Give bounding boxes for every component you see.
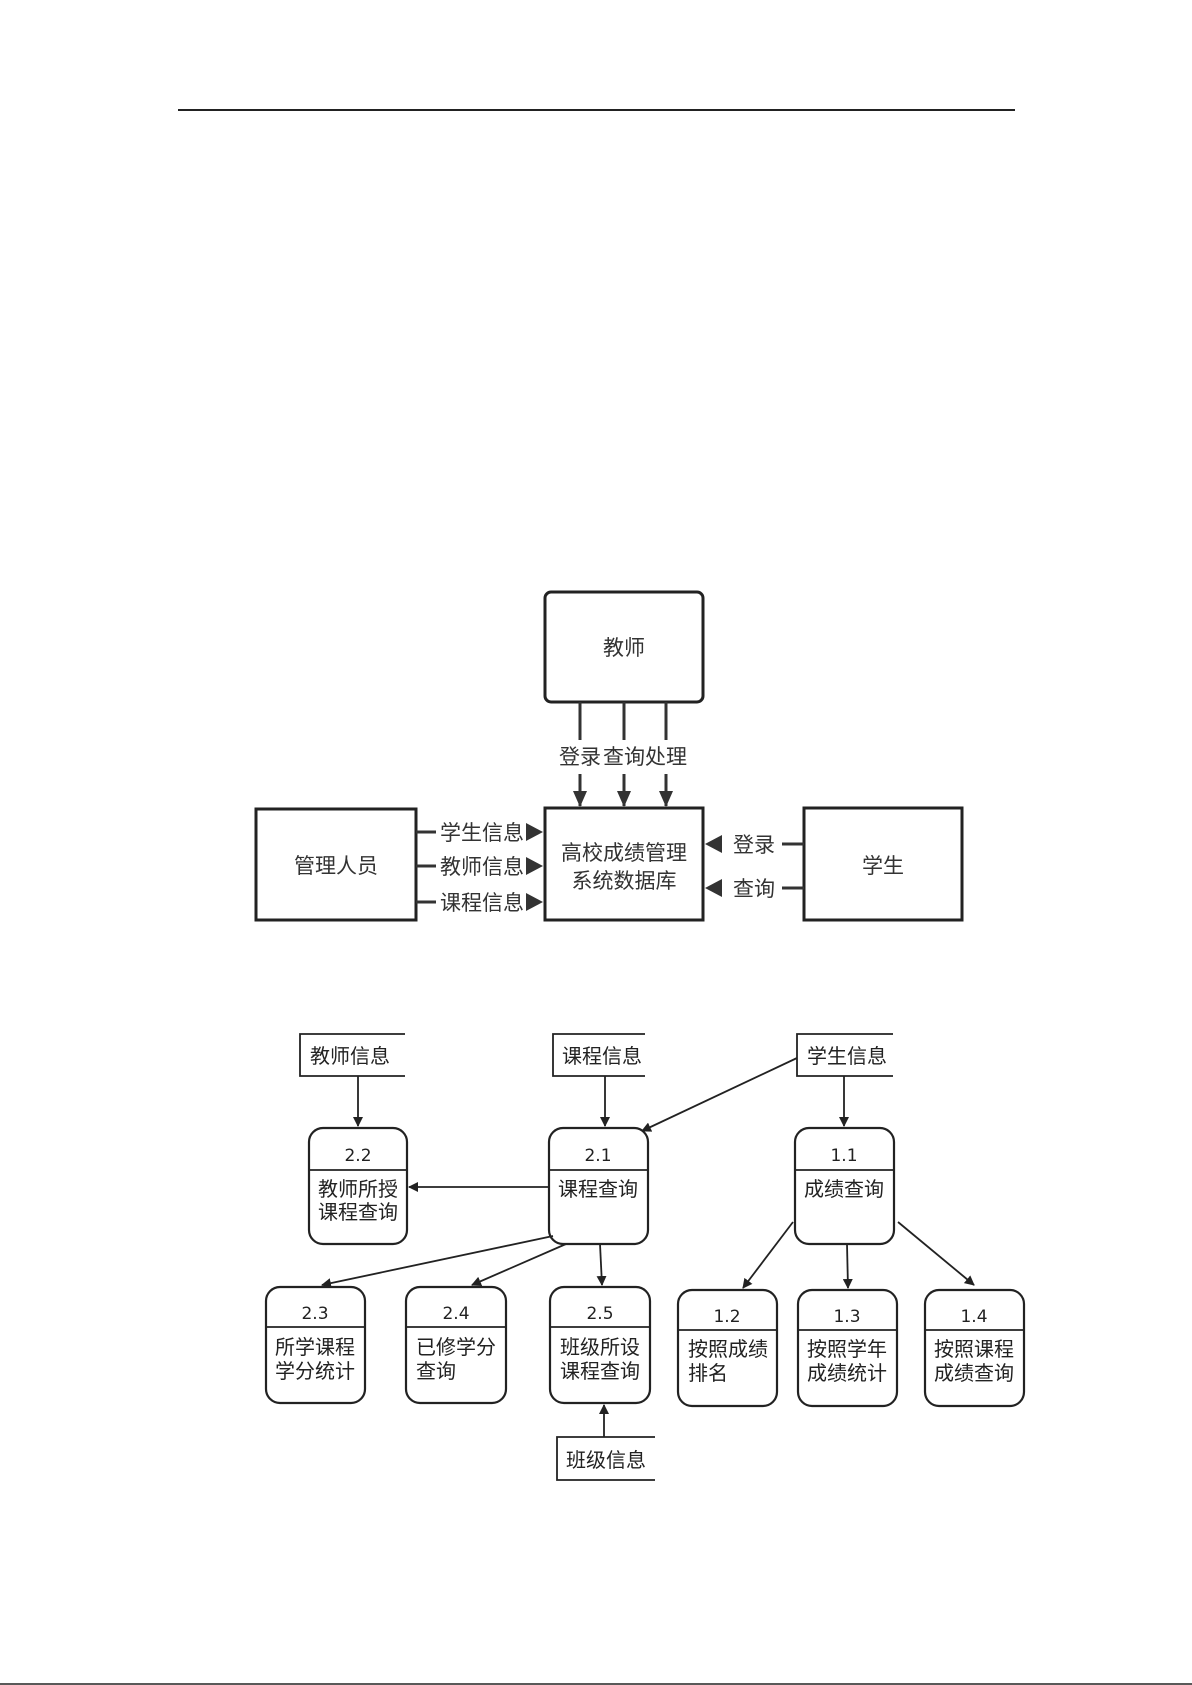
store-student-info-label: 学生信息 [807,1044,887,1068]
student-label: 学生 [862,854,904,878]
student-flow-arrowhead-1 [705,835,722,853]
admin-flow-arrowhead-3 [526,893,543,911]
process-2-5-line1: 班级所设 [560,1335,640,1359]
process-2-2-line1: 教师所授 [318,1177,398,1201]
process-1-1-line1: 成绩查询 [804,1177,884,1201]
process-2-4-line1: 已修学分 [416,1335,496,1359]
process-2-3-id: 2.3 [301,1304,328,1324]
process-1-4-id: 1.4 [960,1307,987,1327]
admin-flow-arrowhead-2 [526,857,543,875]
admin-label: 管理人员 [294,854,378,878]
store-course-info-label: 课程信息 [562,1044,642,1068]
admin-flow-label-student-info: 学生信息 [440,821,524,845]
process-1-4: 1.4 按照课程 成绩查询 [925,1290,1024,1406]
process-2-3-line1: 所学课程 [275,1335,355,1359]
store-class-info: 班级信息 [557,1437,655,1480]
process-2-5-line2: 课程查询 [560,1359,640,1383]
process-1-3: 1.3 按照学年 成绩统计 [798,1290,897,1406]
process-2-4: 2.4 已修学分 查询 [406,1287,506,1403]
teacher-flow-label-process: 处理 [645,745,687,769]
arrow-2-1-to-2-5 [600,1244,602,1285]
student-flow-arrowhead-2 [705,879,722,897]
process-1-2: 1.2 按照成绩 排名 [678,1290,777,1406]
store-teacher-info: 教师信息 [300,1034,405,1076]
arrow-1-1-to-1-4 [898,1222,974,1285]
process-2-2-line2: 课程查询 [318,1200,398,1224]
data-flow-diagram: 教师信息 课程信息 学生信息 班级信息 2.2 教师所授 课程查询 2.1 课程… [266,1034,1024,1480]
database-label-line1: 高校成绩管理 [561,841,687,865]
arrow-1-1-to-1-3 [847,1244,848,1288]
teacher-label: 教师 [603,636,645,660]
process-1-2-id: 1.2 [713,1307,740,1327]
store-class-info-label: 班级信息 [566,1448,646,1472]
process-2-2: 2.2 教师所授 课程查询 [309,1128,407,1244]
admin-flow-arrowhead-1 [526,823,543,841]
admin-flow-label-course-info: 课程信息 [440,891,524,915]
process-1-1: 1.1 成绩查询 [795,1128,894,1244]
process-2-4-id: 2.4 [442,1304,469,1324]
process-1-3-line2: 成绩统计 [807,1361,887,1385]
teacher-flow-label-query: 查询 [603,745,645,769]
process-2-3-line2: 学分统计 [275,1359,355,1383]
process-1-2-line1: 按照成绩 [688,1337,768,1361]
process-1-3-id: 1.3 [833,1307,860,1327]
store-teacher-info-label: 教师信息 [310,1044,390,1068]
process-1-2-line2: 排名 [688,1361,728,1385]
teacher-flow-label-login: 登录 [559,745,601,769]
process-2-5: 2.5 班级所设 课程查询 [550,1287,650,1403]
process-1-4-line1: 按照课程 [934,1337,1014,1361]
process-1-1-id: 1.1 [830,1146,857,1166]
process-2-1: 2.1 课程查询 [549,1128,648,1244]
database-label-line2: 系统数据库 [572,869,677,893]
student-flow-label-query: 查询 [733,877,775,901]
store-student-info: 学生信息 [797,1034,893,1076]
process-2-1-line1: 课程查询 [558,1177,638,1201]
student-flow-label-login: 登录 [733,833,775,857]
arrow-1-1-to-1-2 [743,1222,793,1288]
admin-flow-label-teacher-info: 教师信息 [440,855,524,879]
process-2-4-line2: 查询 [416,1359,456,1383]
process-2-3: 2.3 所学课程 学分统计 [266,1287,365,1403]
process-2-2-id: 2.2 [344,1146,371,1166]
context-diagram: 教师 高校成绩管理 系统数据库 管理人员 学生 登录 查询 处理 学生信息 教师… [256,592,962,920]
process-1-4-line2: 成绩查询 [934,1361,1014,1385]
process-2-5-id: 2.5 [586,1304,613,1324]
process-2-1-id: 2.1 [584,1146,611,1166]
arrow-studentinfo-to-2-1 [642,1058,797,1131]
process-1-3-line1: 按照学年 [807,1337,887,1361]
store-course-info: 课程信息 [553,1034,645,1076]
